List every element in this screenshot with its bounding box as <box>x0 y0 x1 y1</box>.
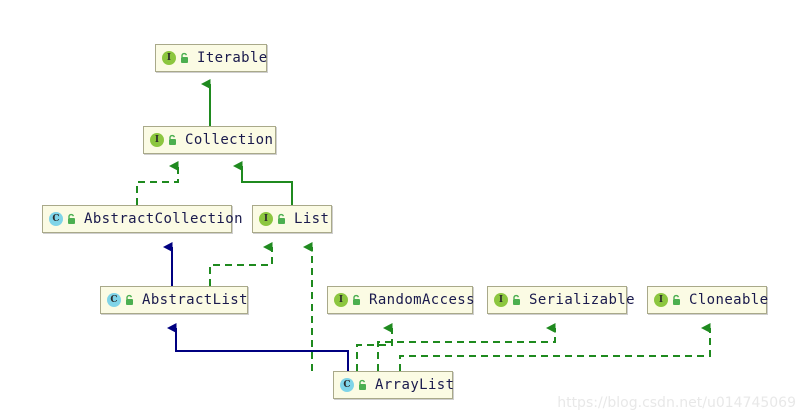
interface-icon: I <box>150 133 164 147</box>
node-icons: I <box>259 210 287 229</box>
node-icons: I <box>494 291 522 310</box>
node-iterable[interactable]: I Iterable <box>155 44 267 72</box>
edge-arraylist-implements-cloneable <box>399 323 711 371</box>
node-cloneable[interactable]: I Cloneable <box>647 286 769 314</box>
interface-icon: I <box>162 51 176 65</box>
class-icon: C <box>340 378 354 392</box>
edge-arraylist-implements-randomaccess <box>356 323 393 371</box>
node-abstractcollection[interactable]: C AbstractCollection <box>42 205 243 233</box>
node-icons: I <box>654 291 682 310</box>
node-collection[interactable]: I Collection <box>143 126 276 154</box>
lock-icon <box>351 291 362 310</box>
lock-icon <box>276 210 287 229</box>
edge-arraylist-extends-abstractlist <box>167 323 349 371</box>
node-label: RandomAccess <box>369 292 475 308</box>
lock-icon <box>511 291 522 310</box>
node-label: Cloneable <box>689 292 769 308</box>
node-list[interactable]: I List <box>252 205 332 233</box>
lock-icon <box>124 291 135 310</box>
edge-arraylist-implements-serializable <box>377 323 556 371</box>
node-icons: C <box>107 291 135 310</box>
node-icons: I <box>150 131 178 150</box>
lock-icon <box>179 49 190 68</box>
node-label: AbstractList <box>142 292 248 308</box>
class-icon: C <box>49 212 63 226</box>
node-abstractlist[interactable]: C AbstractList <box>100 286 248 314</box>
node-arraylist[interactable]: C ArrayList <box>333 371 455 399</box>
node-icons: C <box>49 210 77 229</box>
node-label: AbstractCollection <box>84 211 243 227</box>
node-label: Serializable <box>529 292 635 308</box>
edge-abstractcollection-implements-collection <box>136 161 179 205</box>
lock-icon <box>357 376 368 395</box>
interface-icon: I <box>654 293 668 307</box>
interface-icon: I <box>259 212 273 226</box>
node-serializable[interactable]: I Serializable <box>487 286 635 314</box>
node-icons: I <box>334 291 362 310</box>
node-label: ArrayList <box>375 377 455 393</box>
watermark: https://blog.csdn.net/u014745069 <box>557 395 796 411</box>
edge-abstractlist-implements-list <box>209 242 273 286</box>
node-label: Collection <box>185 132 274 148</box>
node-icons: C <box>340 376 368 395</box>
lock-icon <box>671 291 682 310</box>
edge-list-extends-collection <box>233 161 293 205</box>
node-randomaccess[interactable]: I RandomAccess <box>327 286 475 314</box>
class-icon: C <box>107 293 121 307</box>
node-label: List <box>294 211 330 227</box>
interface-icon: I <box>494 293 508 307</box>
node-icons: I <box>162 49 190 68</box>
lock-icon <box>167 131 178 150</box>
lock-icon <box>66 210 77 229</box>
node-label: Iterable <box>197 50 268 66</box>
interface-icon: I <box>334 293 348 307</box>
